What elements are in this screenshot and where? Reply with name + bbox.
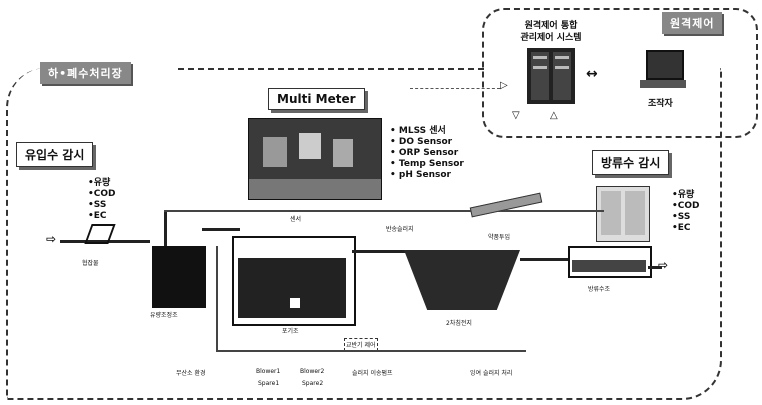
operator-label: 조작자 [648, 96, 673, 109]
pipe-to-clarifier [352, 250, 408, 253]
multi-meter-photo [248, 118, 382, 200]
influent-item: •COD [88, 189, 115, 200]
plant-boundary-top [178, 68, 484, 70]
pipe-to-discharge [520, 258, 570, 261]
pipe-to-aeration [202, 228, 240, 231]
outflow-arrow: ⇨ [658, 258, 668, 272]
signal-arrow-down: ▽ [512, 110, 520, 121]
return-pipe-v [216, 246, 218, 350]
sensor-item: • Temp Sensor [390, 159, 464, 170]
sensor-item: • MLSS 센서 [390, 126, 464, 137]
sensor-tag: 센서 [290, 214, 301, 223]
server-rack-icon [527, 48, 575, 104]
equalization-tank [152, 246, 206, 308]
effluent-item: •유량 [672, 190, 699, 201]
influent-item: •SS [88, 200, 115, 211]
bottom-label-sludge-pump: 슬러지 이송펌프 [352, 368, 393, 377]
plant-header: 하•폐수처리장 [40, 62, 131, 84]
influent-item: •유량 [88, 178, 115, 189]
signal-line [410, 88, 500, 89]
return-sludge-label: 반송슬러지 [386, 224, 414, 233]
effluent-item: •EC [672, 223, 699, 234]
bottom-label-spare2: Spare2 [302, 380, 323, 387]
effluent-cabinet [596, 186, 650, 242]
multi-meter-sensor-list: • MLSS 센서 • DO Sensor • ORP Sensor • Tem… [390, 126, 464, 181]
bottom-label-blower2: Blower2 [300, 368, 324, 375]
inflow-arrow: ⇨ [46, 232, 56, 246]
pipe-top [164, 210, 167, 246]
sensor-item: • ORP Sensor [390, 148, 464, 159]
screen-label: 협잡물 [82, 258, 99, 267]
discharge-label: 방류수조 [588, 284, 610, 293]
discharge-tank [568, 246, 652, 278]
keyboard-icon [640, 80, 686, 88]
control-title-line1: 원격제어 통합 [506, 20, 596, 32]
aeration-tank [232, 236, 356, 326]
signal-arrow-up: △ [550, 110, 558, 121]
sensor-item: • DO Sensor [390, 137, 464, 148]
bottom-label-anoxic: 무산소 환경 [176, 368, 206, 377]
equalization-label: 유량조정조 [150, 310, 178, 319]
control-title: 원격제어 통합 관리제어 시스템 [506, 20, 596, 44]
influent-title: 유입수 감시 [16, 142, 93, 167]
influent-items: •유량 •COD •SS •EC [88, 178, 115, 222]
influent-item: •EC [88, 211, 115, 222]
control-title-line2: 관리제어 시스템 [506, 32, 596, 44]
effluent-title: 방류수 감시 [592, 150, 669, 175]
clarifier-label: 2차침전지 [446, 318, 472, 327]
outflow-pipe [648, 266, 662, 269]
return-sludge-pipe [216, 350, 526, 352]
pipe-top-h [164, 210, 604, 212]
bidirectional-arrow: ↔ [586, 66, 598, 82]
computer-icon [646, 50, 684, 80]
bottom-label-spare1: Spare1 [258, 380, 279, 387]
bottom-label-blower1: Blower1 [256, 368, 280, 375]
chemical-label: 약품투입 [488, 232, 510, 241]
aeration-label: 포기조 [282, 326, 299, 335]
effluent-item: •SS [672, 212, 699, 223]
sensor-item: • pH Sensor [390, 170, 464, 181]
effluent-items: •유량 •COD •SS •EC [672, 190, 699, 234]
signal-arrow-in: ▷ [500, 80, 508, 91]
multi-meter-title: Multi Meter [268, 88, 365, 110]
effluent-item: •COD [672, 201, 699, 212]
bottom-label-excess-sludge: 잉여 슬러지 처리 [470, 368, 512, 377]
